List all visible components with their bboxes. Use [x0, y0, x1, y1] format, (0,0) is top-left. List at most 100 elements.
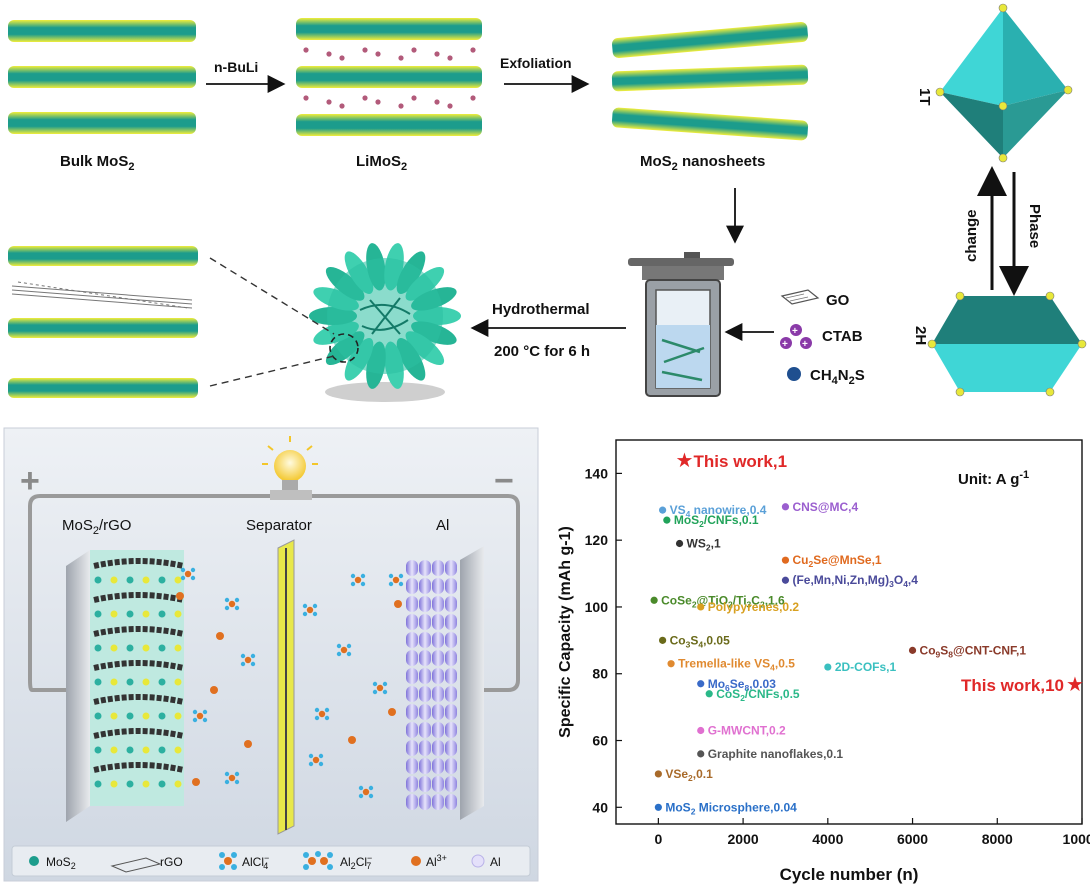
separator-label: Separator [246, 517, 312, 534]
data-point [654, 803, 662, 811]
change-label: change [963, 209, 980, 262]
x-tick-label: 2000 [728, 831, 759, 847]
data-point-label: 2D-COFs,1 [835, 660, 897, 674]
data-point-label: Graphite nanoflakes,0.1 [708, 747, 844, 761]
data-point [667, 660, 675, 668]
y-tick-label: 80 [592, 666, 608, 682]
electrolyte-ions [176, 567, 404, 799]
legend-al3: Al3+ [411, 853, 447, 869]
battery-schematic: + − MoS2/rGO Separator Al [3, 427, 539, 882]
legend-mos2: MoS2 [29, 855, 76, 871]
legend-rgo: rGO [110, 855, 183, 873]
this-work-star: ★ [676, 450, 694, 472]
go-icon [780, 289, 820, 305]
octahedron-1t [935, 3, 1073, 163]
mos2-rgo-composite-layers [8, 246, 198, 398]
data-point [781, 576, 790, 584]
reagent-thiourea: CH4N2S [810, 367, 865, 387]
nbuli-label: n-BuLi [214, 59, 258, 75]
separator-membrane [277, 539, 295, 835]
cathode-electrode [66, 550, 185, 822]
y-tick-label: 60 [592, 733, 608, 749]
data-point-label: (Fe,Mn,Ni,Zn,Mg)3O4,4 [792, 573, 918, 589]
data-point [697, 726, 705, 735]
minus-sign: − [494, 462, 514, 500]
mos2-nanosheets [611, 21, 809, 141]
data-point [908, 646, 917, 654]
phase-change-panel: 1T change Phase 2H [912, 3, 1087, 397]
this-work-label: This work,10 [961, 676, 1064, 695]
data-point [659, 506, 667, 514]
unit-label: Unit: A g-1 [958, 469, 1029, 488]
data-point-label: G-MWCNT,0.2 [708, 724, 786, 738]
data-point [824, 663, 832, 671]
light-bulb-icon [262, 436, 318, 500]
x-tick-label: 6000 [897, 831, 928, 847]
data-point [697, 750, 705, 758]
data-point-label: CoSe2@TiO2/Ti3C2,1.6 [661, 593, 785, 609]
cathode-label: MoS2/rGO [62, 517, 131, 537]
phase-label: Phase [1026, 204, 1043, 248]
data-point-label: Co3S4,0.05 [670, 633, 731, 649]
data-point-label: Tremella-like VS4,0.5 [678, 657, 795, 673]
x-axis-label: Cycle number (n) [780, 865, 919, 884]
x-tick-label: 10000 [1063, 831, 1090, 847]
limos2-label: LiMoS2 [356, 153, 407, 173]
data-point-label: VSe2,0.1 [665, 767, 713, 783]
x-tick-label: 8000 [982, 831, 1013, 847]
svg-text:+: + [792, 326, 798, 337]
data-point-label: Mo6Se8,0.03 [708, 677, 777, 693]
ctab-icon: + + + [780, 324, 812, 350]
plot-frame [615, 439, 1083, 825]
data-point-label: Cu2Se@MnSe,1 [792, 553, 881, 569]
svg-text:Al3+: Al3+ [426, 853, 447, 869]
nanosheets-label: MoS2 nanosheets [640, 153, 765, 173]
y-tick-label: 100 [585, 599, 609, 615]
bulk-mos2-layers [8, 20, 196, 134]
legend-al: Al [471, 854, 501, 869]
data-point-label: CNS@MC,4 [792, 500, 858, 514]
bulk-mos2-label: Bulk MoS2 [60, 153, 134, 173]
svg-text:+: + [802, 339, 808, 350]
legend-alcl4: AlCl−4 [219, 852, 269, 871]
data-point-label: CoS2/CNFs,0.5 [716, 687, 800, 703]
anode-label: Al [436, 517, 449, 534]
axis-ticks: 0200040006000800010000406080100120140 [585, 465, 1090, 847]
svg-text:MoS2: MoS2 [46, 855, 76, 871]
battery-legend: MoS2 rGO AlCl−4 Al2Cl−7 Al3+ [11, 845, 531, 877]
reagent-list: GO + + + CTAB CH4N2S [780, 289, 865, 387]
capacity-chart: 0200040006000800010000406080100120140 Cy… [557, 439, 1090, 884]
y-axis-label: Specific Capacity (mAh g-1) [557, 526, 574, 738]
reagent-go: GO [826, 292, 850, 309]
zoom-line-top [209, 257, 335, 335]
label-2h: 2H [912, 326, 929, 345]
data-point [663, 516, 671, 524]
legend-al2cl7: Al2Cl−7 [303, 851, 372, 871]
data-point [697, 603, 705, 611]
svg-text:Al2Cl−7: Al2Cl−7 [340, 853, 372, 871]
this-work-star: ★ [1066, 674, 1084, 696]
hydrothermal-label: Hydrothermal [492, 301, 590, 318]
circuit-wire [28, 494, 520, 692]
data-point-label: MoS2/CNFs,0.1 [674, 513, 759, 529]
x-tick-label: 0 [654, 831, 662, 847]
reagent-ctab: CTAB [822, 328, 863, 345]
y-tick-label: 40 [592, 799, 608, 815]
data-point-label: MoS2 Microsphere,0.04 [665, 800, 797, 816]
hydrothermal-condition: 200 °C for 6 h [494, 343, 590, 360]
data-point [697, 680, 705, 688]
svg-text:+: + [782, 339, 788, 350]
data-point-label: Polypyrenes,0.2 [708, 600, 800, 614]
data-point [659, 636, 667, 644]
label-1t: 1T [916, 88, 933, 106]
y-tick-label: 140 [585, 465, 609, 481]
data-point [781, 503, 790, 511]
x-tick-label: 4000 [812, 831, 843, 847]
data-point [654, 770, 662, 778]
data-point [781, 556, 790, 564]
data-point-label: WS2,1 [687, 537, 721, 553]
data-point-label: Co9S8@CNT-CNF,1 [920, 643, 1027, 659]
autoclave-icon [628, 252, 734, 397]
data-points: VS4 nanowire,0.4MoS2/CNFs,0.1WS2,1CNS@MC… [650, 450, 1084, 816]
